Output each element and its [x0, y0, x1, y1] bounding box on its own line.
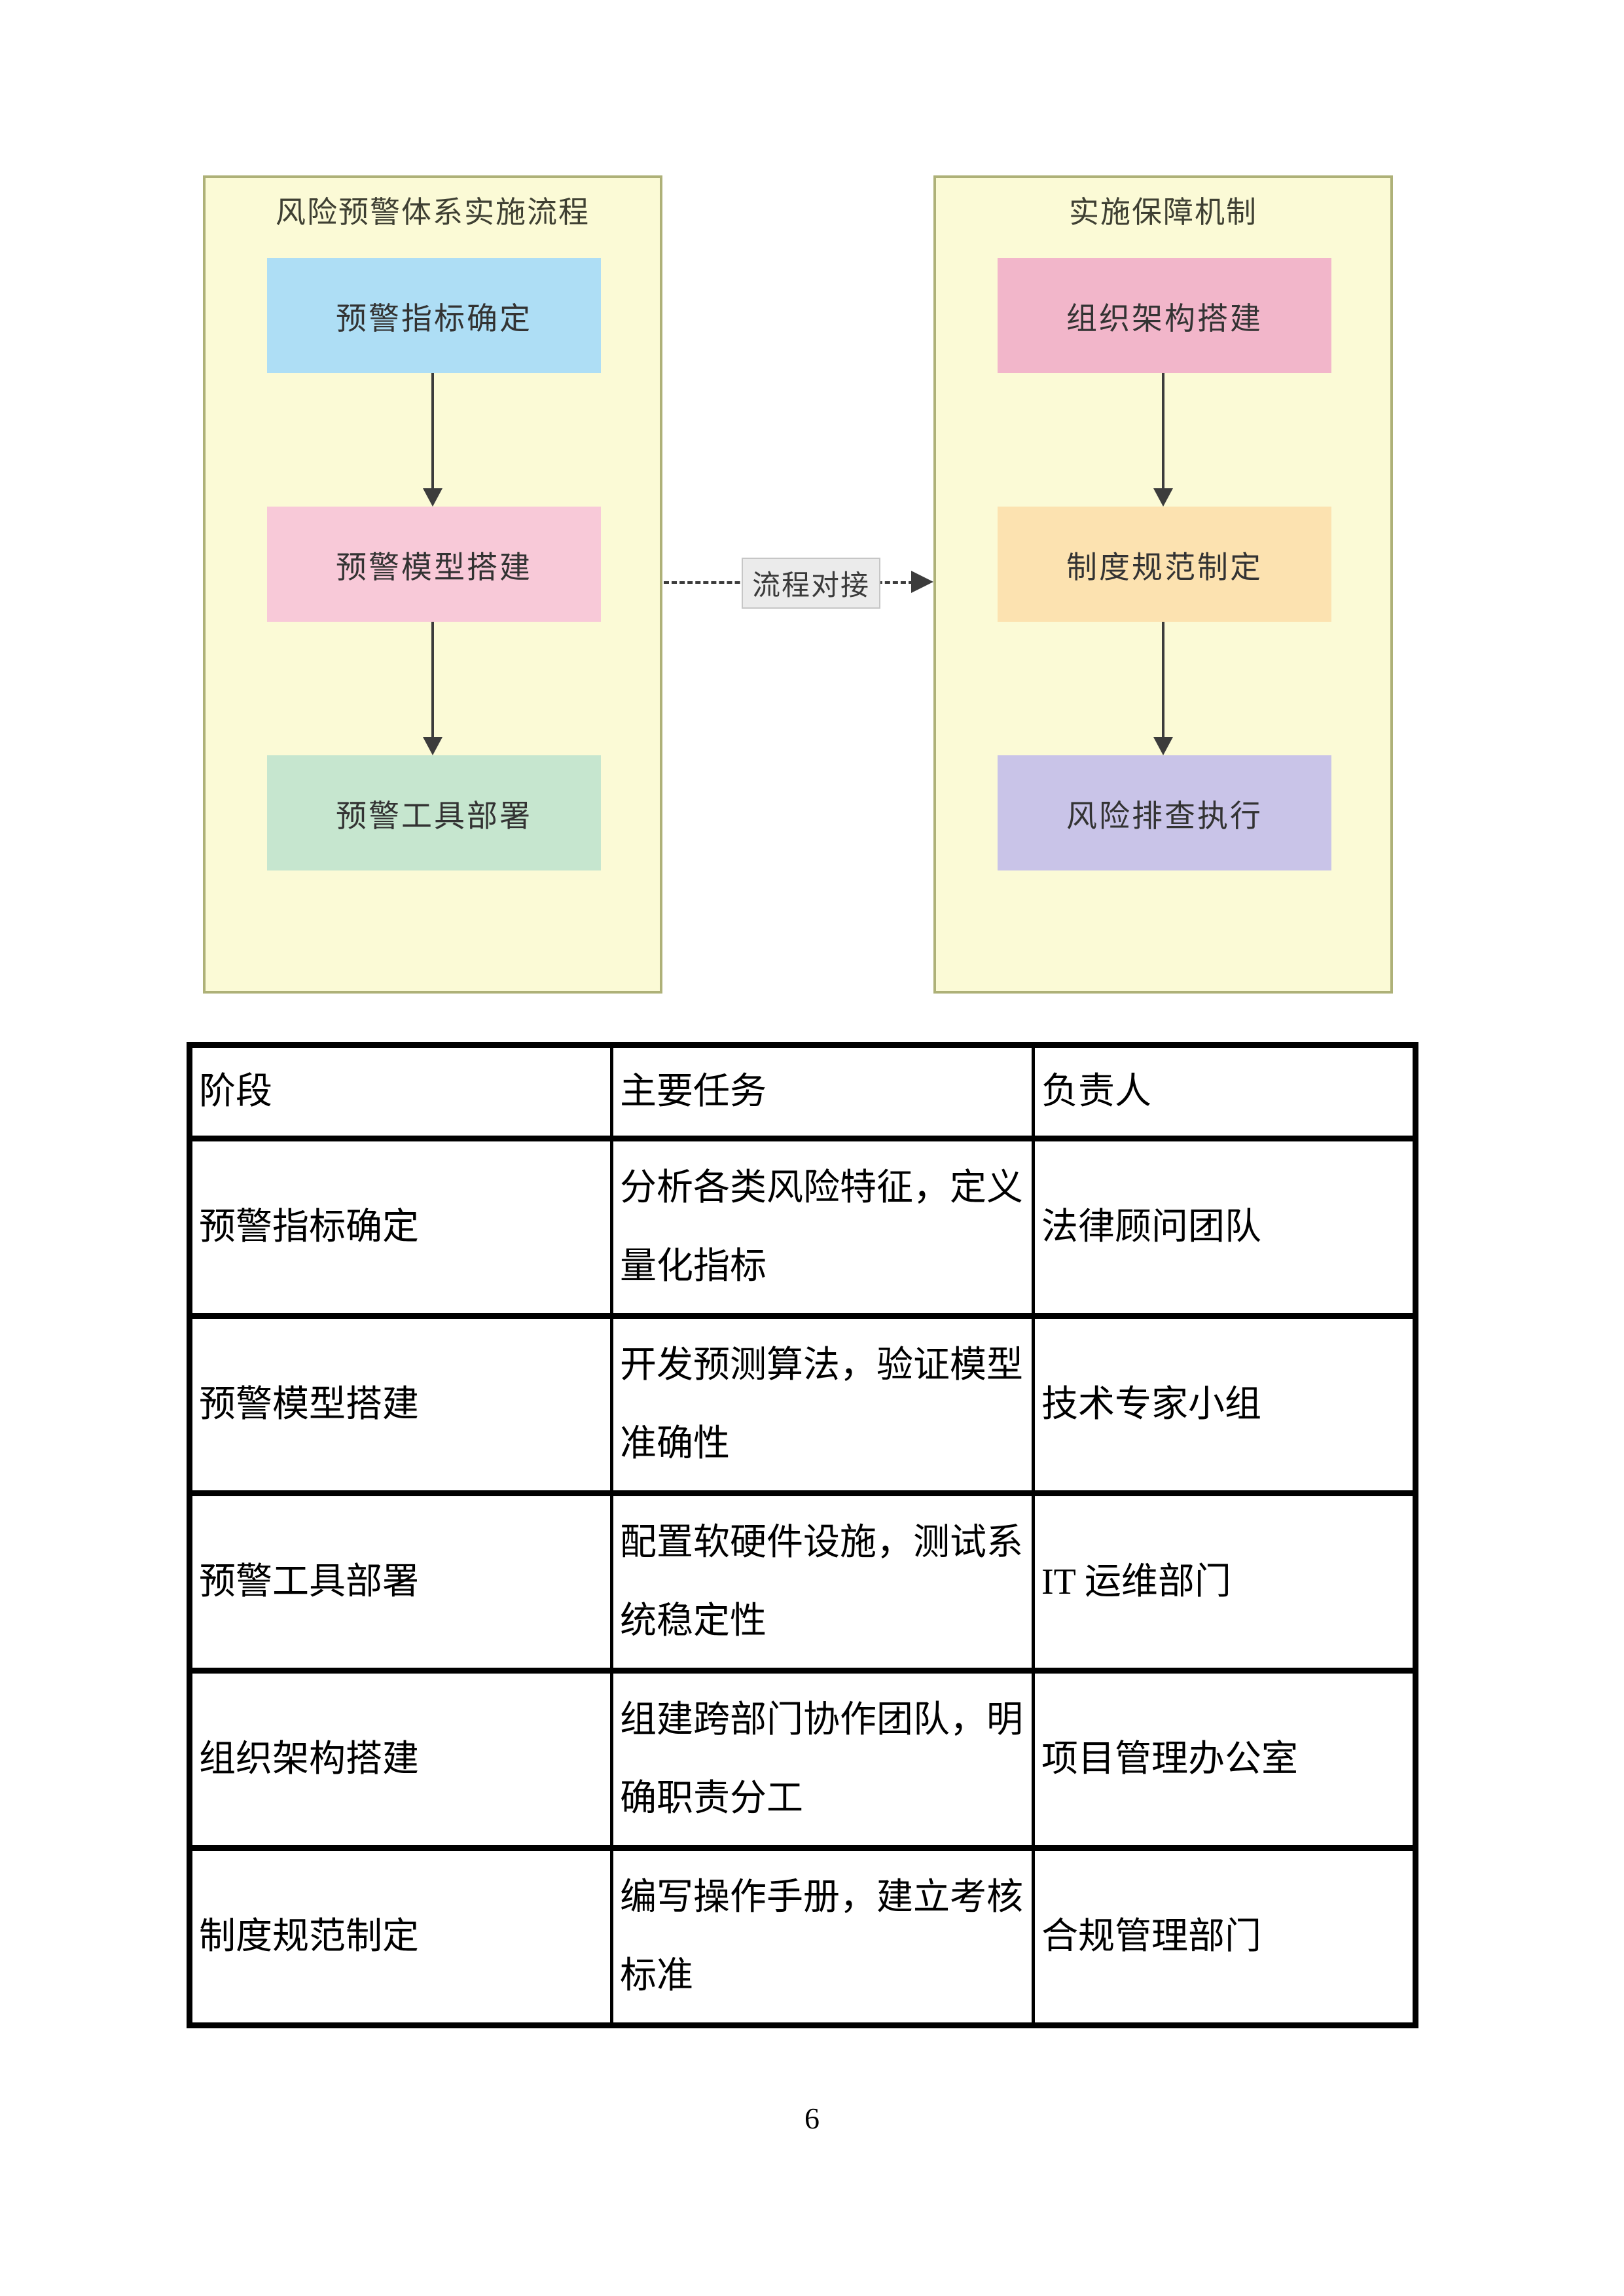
flow-box-warning-tool: 预警工具部署	[267, 755, 601, 870]
cell-owner: 法律顾问团队	[1032, 1136, 1417, 1319]
header-stage: 阶段	[188, 1042, 613, 1141]
cell-task: 分析各类风险特征，定义量化指标	[610, 1136, 1035, 1319]
cell-owner: 技术专家小组	[1032, 1313, 1417, 1496]
stage-task-owner-table: 阶段 主要任务 负责人 预警指标确定 分析各类风险特征，定义量化指标 法律顾问团…	[187, 1042, 1418, 2028]
flow-box-rules-regulation: 制度规范制定	[998, 507, 1331, 622]
cell-owner: 项目管理办公室	[1032, 1668, 1417, 1851]
cell-stage: 预警指标确定	[188, 1136, 613, 1319]
right-panel-title: 实施保障机制	[1069, 195, 1257, 229]
flow-box-risk-check: 风险排查执行	[998, 755, 1331, 870]
header-owner: 负责人	[1032, 1042, 1417, 1141]
cell-task: 开发预测算法，验证模型准确性	[610, 1313, 1035, 1496]
left-panel-title: 风险预警体系实施流程	[276, 195, 590, 229]
cell-task: 配置软硬件设施，测试系统稳定性	[610, 1490, 1035, 1674]
table-row: 组织架构搭建 组建跨部门协作团队，明确职责分工 项目管理办公室	[188, 1668, 1417, 1851]
down-arrow-icon	[1153, 622, 1174, 755]
page-number: 6	[804, 2102, 820, 2135]
table-row: 预警工具部署 配置软硬件设施，测试系统稳定性 IT 运维部门	[188, 1490, 1417, 1674]
cell-stage: 预警模型搭建	[188, 1313, 613, 1496]
right-arrow-icon	[911, 571, 933, 593]
down-arrow-icon	[422, 622, 443, 755]
flow-box-warning-model: 预警模型搭建	[267, 507, 601, 622]
table-row: 预警指标确定 分析各类风险特征，定义量化指标 法律顾问团队	[188, 1136, 1417, 1319]
cell-task: 组建跨部门协作团队，明确职责分工	[610, 1668, 1035, 1851]
header-main-task: 主要任务	[610, 1042, 1035, 1141]
cell-owner: IT 运维部门	[1032, 1490, 1417, 1674]
table-header-row: 阶段 主要任务 负责人	[188, 1042, 1417, 1141]
cell-stage: 组织架构搭建	[188, 1668, 613, 1851]
panel-implementation-process: 风险预警体系实施流程 预警指标确定 预警模型搭建 预警工具部署	[203, 175, 662, 994]
table-row: 制度规范制定 编写操作手册，建立考核标准 合规管理部门	[188, 1845, 1417, 2028]
panel-guarantee-mechanism: 实施保障机制 组织架构搭建 制度规范制定 风险排查执行	[933, 175, 1393, 994]
down-arrow-icon	[422, 373, 443, 507]
process-connector-label: 流程对接	[742, 558, 880, 609]
flow-box-warning-indicator: 预警指标确定	[267, 258, 601, 373]
cell-stage: 制度规范制定	[188, 1845, 613, 2028]
cell-stage: 预警工具部署	[188, 1490, 613, 1674]
cell-task: 编写操作手册，建立考核标准	[610, 1845, 1035, 2028]
table-row: 预警模型搭建 开发预测算法，验证模型准确性 技术专家小组	[188, 1313, 1417, 1496]
flow-box-org-structure: 组织架构搭建	[998, 258, 1331, 373]
cell-owner: 合规管理部门	[1032, 1845, 1417, 2028]
down-arrow-icon	[1153, 373, 1174, 507]
